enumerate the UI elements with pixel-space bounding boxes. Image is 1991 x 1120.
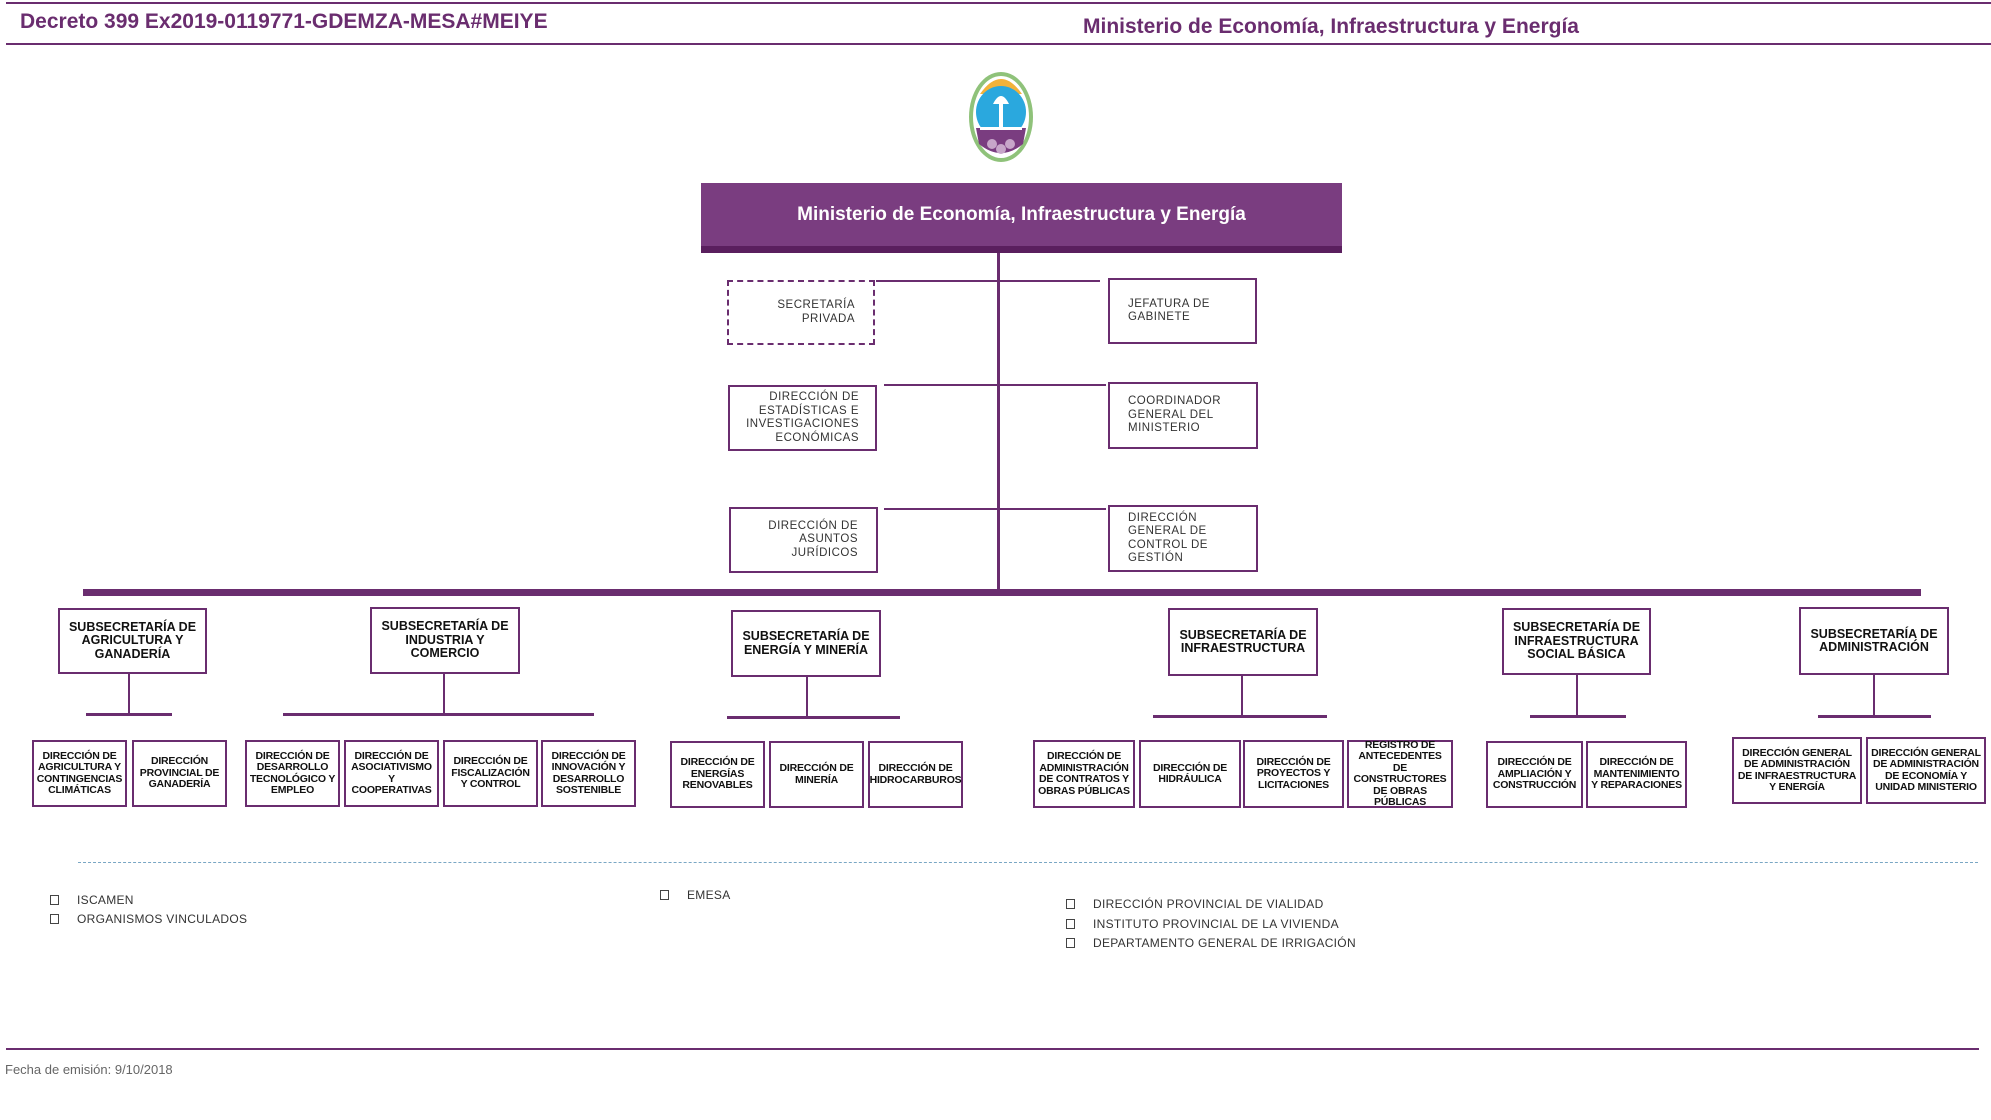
staff-box-coordinador-general: COORDINADOR GENERAL DEL MINISTERIO [1108, 382, 1258, 449]
direccion-box: DIRECCIÓN DE ENERGÍAS RENOVABLES [670, 741, 765, 808]
organismos-separator [78, 862, 1978, 863]
direccion-box: DIRECCIÓN DE MANTENIMIENTO Y REPARACIONE… [1586, 741, 1687, 808]
decree-title: Decreto 399 Ex2019-0119771-GDEMZA-MESA#M… [20, 10, 548, 33]
direccion-box: DIRECCIÓN DE HIDROCARBUROS [868, 741, 963, 808]
direccion-box: DIRECCIÓN GENERAL DE ADMINISTRACIÓN DE E… [1866, 737, 1986, 804]
direccion-box: REGISTRO DE ANTECEDENTES DE CONSTRUCTORE… [1347, 739, 1453, 808]
checkbox-icon [1066, 899, 1075, 909]
direccion-box: DIRECCIÓN DE ADMINISTRACIÓN DE CONTRATOS… [1033, 740, 1135, 808]
connector-line [876, 280, 1100, 282]
direccion-box: DIRECCIÓN DE ASOCIATIVISMO Y COOPERATIVA… [344, 740, 439, 807]
top-rule [6, 2, 1991, 4]
direccion-box: DIRECCIÓN DE PROYECTOS Y LICITACIONES [1243, 740, 1344, 808]
connector-line [806, 677, 808, 717]
direccion-box: DIRECCIÓN PROVINCIAL DE GANADERÍA [132, 740, 227, 807]
connector-line [283, 713, 594, 716]
connector-line [86, 713, 172, 716]
ministry-box: Ministerio de Economía, Infraestructura … [701, 183, 1342, 253]
direccion-box: DIRECCIÓN DE MINERÍA [769, 741, 864, 808]
checkbox-icon [50, 895, 59, 905]
direccion-box: DIRECCIÓN GENERAL DE ADMINISTRACIÓN DE I… [1732, 737, 1862, 804]
issue-date: Fecha de emisión: 9/10/2018 [5, 1062, 173, 1077]
connector-line [128, 674, 130, 714]
organismo-item: ORGANISMOS VINCULADOS [50, 912, 247, 926]
subsecretaria-energia: SUBSECRETARÍA DE ENERGÍA Y MINERÍA [731, 610, 881, 677]
organismo-item: DIRECCIÓN PROVINCIAL DE VIALIDAD [1066, 897, 1324, 911]
direccion-box: DIRECCIÓN DE FISCALIZACIÓN Y CONTROL [443, 740, 538, 807]
checkbox-icon [660, 890, 669, 900]
subsecretaria-administracion: SUBSECRETARÍA DE ADMINISTRACIÓN [1799, 607, 1949, 675]
province-coat-of-arms-icon [966, 66, 1036, 164]
staff-box-asuntos-juridicos: DIRECCIÓN DE ASUNTOS JURÍDICOS [729, 507, 878, 573]
staff-box-secretaria-privada: SECRETARÍA PRIVADA [727, 280, 875, 345]
direccion-box: DIRECCIÓN DE AGRICULTURA Y CONTINGENCIAS… [32, 740, 127, 807]
checkbox-icon [1066, 938, 1075, 948]
organismo-item: ISCAMEN [50, 893, 134, 907]
organismo-item: EMESA [660, 888, 731, 902]
header-rule [6, 43, 1991, 45]
subsecretaria-industria: SUBSECRETARÍA DE INDUSTRIA Y COMERCIO [370, 607, 520, 674]
staff-box-estadisticas: DIRECCIÓN DE ESTADÍSTICAS E INVESTIGACIO… [728, 385, 877, 451]
ministry-header: Ministerio de Economía, Infraestructura … [1083, 15, 1579, 38]
direccion-box: DIRECCIÓN DE AMPLIACIÓN Y CONSTRUCCIÓN [1486, 741, 1583, 808]
direccion-box: DIRECCIÓN DE DESARROLLO TECNOLÓGICO Y EM… [245, 740, 340, 807]
direccion-box: DIRECCIÓN DE HIDRÁULICA [1139, 740, 1241, 808]
direccion-box: DIRECCIÓN DE INNOVACIÓN Y DESARROLLO SOS… [541, 740, 636, 807]
organismo-item: INSTITUTO PROVINCIAL DE LA VIVIENDA [1066, 917, 1339, 931]
subsecretaria-bus-line [83, 589, 1921, 596]
subsecretaria-infraestructura: SUBSECRETARÍA DE INFRAESTRUCTURA [1168, 608, 1318, 676]
connector-line [884, 384, 1106, 386]
subsecretaria-agricultura: SUBSECRETARÍA DE AGRICULTURA Y GANADERÍA [58, 608, 207, 674]
connector-line [1241, 676, 1243, 716]
subsecretaria-infraestructura-social: SUBSECRETARÍA DE INFRAESTRUCTURA SOCIAL … [1502, 608, 1651, 675]
organismo-item: DEPARTAMENTO GENERAL DE IRRIGACIÓN [1066, 936, 1356, 950]
connector-line [1153, 715, 1327, 718]
main-trunk-line [997, 253, 1000, 589]
connector-line [884, 508, 1106, 510]
connector-line [727, 716, 900, 719]
connector-line [1873, 675, 1875, 716]
staff-box-control-gestion: DIRECCIÓN GENERAL DE CONTROL DE GESTIÓN [1108, 505, 1258, 572]
staff-box-jefatura-gabinete: JEFATURA DE GABINETE [1108, 278, 1257, 344]
connector-line [1530, 715, 1626, 718]
footer-rule [6, 1048, 1979, 1050]
connector-line [1576, 675, 1578, 716]
checkbox-icon [1066, 919, 1075, 929]
connector-line [1818, 715, 1931, 718]
checkbox-icon [50, 914, 59, 924]
connector-line [443, 674, 445, 714]
